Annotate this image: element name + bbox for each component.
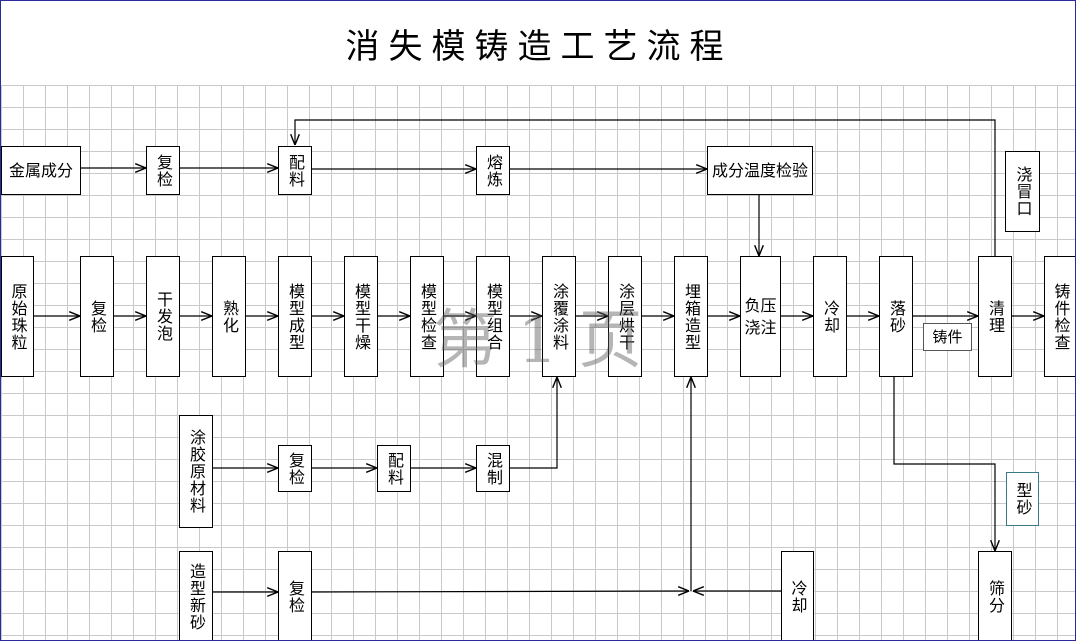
label-molding-sand: 型砂 [1006,472,1039,526]
node-shakeout: 落砂 [879,256,913,377]
node-smelting: 熔炼 [476,146,510,195]
node-coating-application: 涂覆涂料 [542,256,576,377]
node-cooling: 冷却 [813,256,847,377]
node-raw-beads: 原始珠粒 [1,256,34,377]
node-pattern-drying: 模型干燥 [344,256,378,377]
node-pattern-inspection: 模型检查 [410,256,444,377]
node-composition-temp-check: 成分温度检验 [707,146,813,195]
arrow-recheck-sand-to-center [311,591,689,592]
node-recheck-metal: 复检 [146,146,180,195]
arrow-mixing-to-coating [510,377,557,469]
node-recheck-beads: 复检 [80,256,114,377]
title-band: 消失模铸造工艺流程 [1,1,1075,86]
node-new-sand: 造型新砂 [179,551,213,640]
node-batching-metal: 配料 [278,146,312,195]
node-curing: 熟化 [212,256,246,377]
node-coating-raw-materials: 涂胶原材料 [179,415,213,528]
label-casting: 铸件 [923,323,972,351]
node-coating-drying: 涂层烘干 [608,256,642,377]
arrow-shakeout-to-screening [893,377,995,551]
node-box-molding: 埋箱造型 [674,256,708,377]
node-vacuum-pouring: 负压浇注 [740,256,781,377]
diagram-title: 消失模铸造工艺流程 [345,27,733,67]
node-casting-inspection: 铸件检查 [1044,256,1075,377]
node-batching-coating: 配料 [377,445,411,492]
node-pattern-assembly: 模型组合 [476,256,510,377]
node-cleaning: 清理 [978,256,1012,377]
node-recheck-sand: 复检 [278,551,312,640]
node-mixing: 混制 [476,445,510,492]
node-cooling-sand: 冷却 [781,551,814,640]
node-recheck-coating: 复检 [278,445,312,492]
node-gate-riser: 浇冒口 [1005,151,1040,232]
arrow-cleaning-return-to-batching [295,119,996,256]
node-pre-expansion: 干发泡 [146,256,180,377]
node-screening: 筛分 [978,551,1012,640]
node-pattern-molding: 模型成型 [278,256,312,377]
node-metal-composition: 金属成分 [1,146,81,195]
